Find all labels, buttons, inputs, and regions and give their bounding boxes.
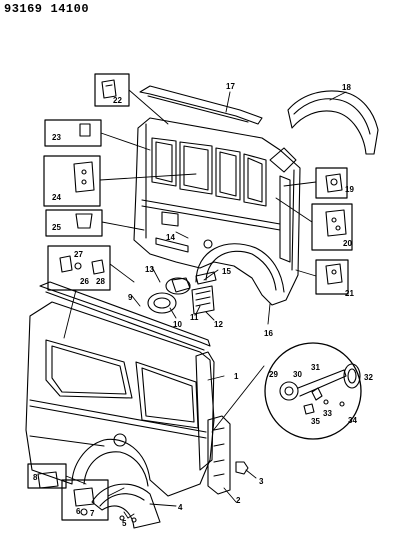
callout-12: 12 xyxy=(214,320,223,329)
callout-6: 6 xyxy=(76,507,81,516)
callout-33: 33 xyxy=(323,409,332,418)
outer-body-side xyxy=(25,281,215,497)
callout-34: 34 xyxy=(348,416,357,425)
detail-box-contents xyxy=(37,79,347,489)
part-18-molding xyxy=(287,90,379,155)
callout-20: 20 xyxy=(343,239,352,248)
callout-25: 25 xyxy=(52,223,61,232)
fuel-pocket-parts xyxy=(147,271,217,315)
diagram-header: 93169 14100 xyxy=(4,2,97,16)
callout-32: 32 xyxy=(364,373,373,382)
callout-numbers: 1 2 3 4 5 6 7 8 9 10 11 12 13 14 15 16 1… xyxy=(33,82,373,528)
callout-10: 10 xyxy=(173,320,182,329)
callout-3: 3 xyxy=(259,477,264,486)
callout-11: 11 xyxy=(190,313,199,322)
callout-26: 26 xyxy=(80,277,89,286)
detail-boxes xyxy=(27,73,353,521)
callout-21: 21 xyxy=(345,289,354,298)
callout-5: 5 xyxy=(122,519,127,528)
part-6-7-bracket xyxy=(73,487,95,516)
diagram-code-right: 14100 xyxy=(50,2,90,16)
callout-24: 24 xyxy=(52,193,61,202)
callout-1: 1 xyxy=(234,372,239,381)
callout-7: 7 xyxy=(90,509,95,518)
callout-9: 9 xyxy=(128,293,133,302)
callout-29: 29 xyxy=(269,370,278,379)
inner-side-panel xyxy=(133,85,301,306)
callout-17: 17 xyxy=(226,82,235,91)
fuel-filler-detail-circle xyxy=(264,342,362,440)
callout-16: 16 xyxy=(264,329,273,338)
callout-27: 27 xyxy=(74,250,83,259)
callout-28: 28 xyxy=(96,277,105,286)
callout-15: 15 xyxy=(222,267,231,276)
callout-22: 22 xyxy=(113,96,122,105)
callout-14: 14 xyxy=(166,233,175,242)
callout-30: 30 xyxy=(293,370,302,379)
rear-end-panel xyxy=(207,415,249,495)
part-14-brace xyxy=(155,237,189,253)
callout-31: 31 xyxy=(311,363,320,372)
callout-4: 4 xyxy=(178,503,183,512)
callout-19: 19 xyxy=(345,185,354,194)
callout-8: 8 xyxy=(33,473,38,482)
fuel-filler-detail xyxy=(279,363,361,415)
callout-18: 18 xyxy=(342,83,351,92)
callout-35: 35 xyxy=(311,417,320,426)
callout-2: 2 xyxy=(236,496,241,505)
callout-23: 23 xyxy=(52,133,61,142)
callout-13: 13 xyxy=(145,265,154,274)
leader-lines xyxy=(63,89,347,519)
diagram-code-left: 93169 xyxy=(4,2,43,16)
